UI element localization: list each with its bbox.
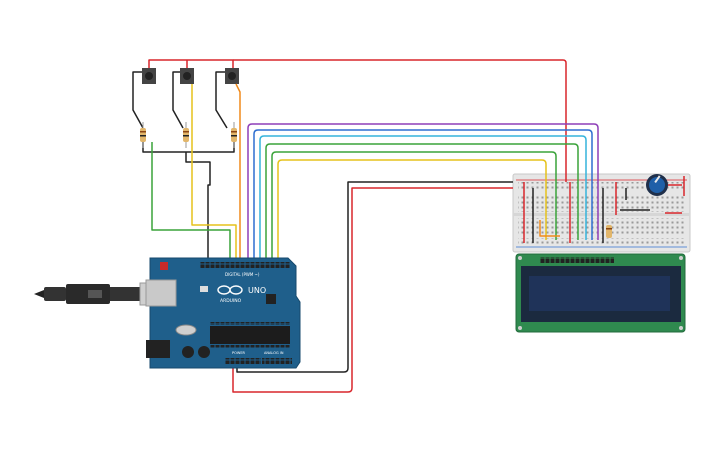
- power-label: POWER: [232, 351, 246, 355]
- power-header: [225, 358, 261, 364]
- reset-button[interactable]: [160, 262, 168, 270]
- icsp-header: [266, 294, 276, 304]
- pushbutton-2[interactable]: [180, 68, 194, 84]
- pushbutton-1[interactable]: [142, 68, 156, 84]
- arduino-uno[interactable]: DIGITAL (PWM ~) ARDUINO UNO POWER ANALOG…: [145, 257, 301, 369]
- resistor-3[interactable]: [231, 122, 237, 148]
- resistor-4[interactable]: [606, 225, 612, 238]
- pushbutton-3[interactable]: [225, 68, 239, 84]
- potentiometer[interactable]: [646, 174, 668, 196]
- lcd-screen: [529, 276, 670, 311]
- digital-label: DIGITAL (PWM ~): [225, 272, 260, 277]
- analog-header: [262, 358, 292, 364]
- brand-label: ARDUINO: [220, 298, 242, 304]
- power-jack: [146, 340, 170, 358]
- digital-header: [200, 262, 290, 268]
- analog-label: ANALOG IN: [264, 351, 284, 355]
- breadboard[interactable]: [512, 173, 691, 253]
- resistor-1[interactable]: [140, 122, 146, 148]
- lcd-header-pins: [540, 257, 614, 263]
- usb-port: [145, 279, 177, 307]
- arduino-logo: ARDUINO: [217, 285, 243, 304]
- lcd-display[interactable]: [515, 253, 686, 333]
- model-label: UNO: [248, 286, 266, 295]
- resistor-2[interactable]: [183, 122, 189, 148]
- wires: [132, 59, 685, 393]
- atmega-chip: [210, 326, 290, 344]
